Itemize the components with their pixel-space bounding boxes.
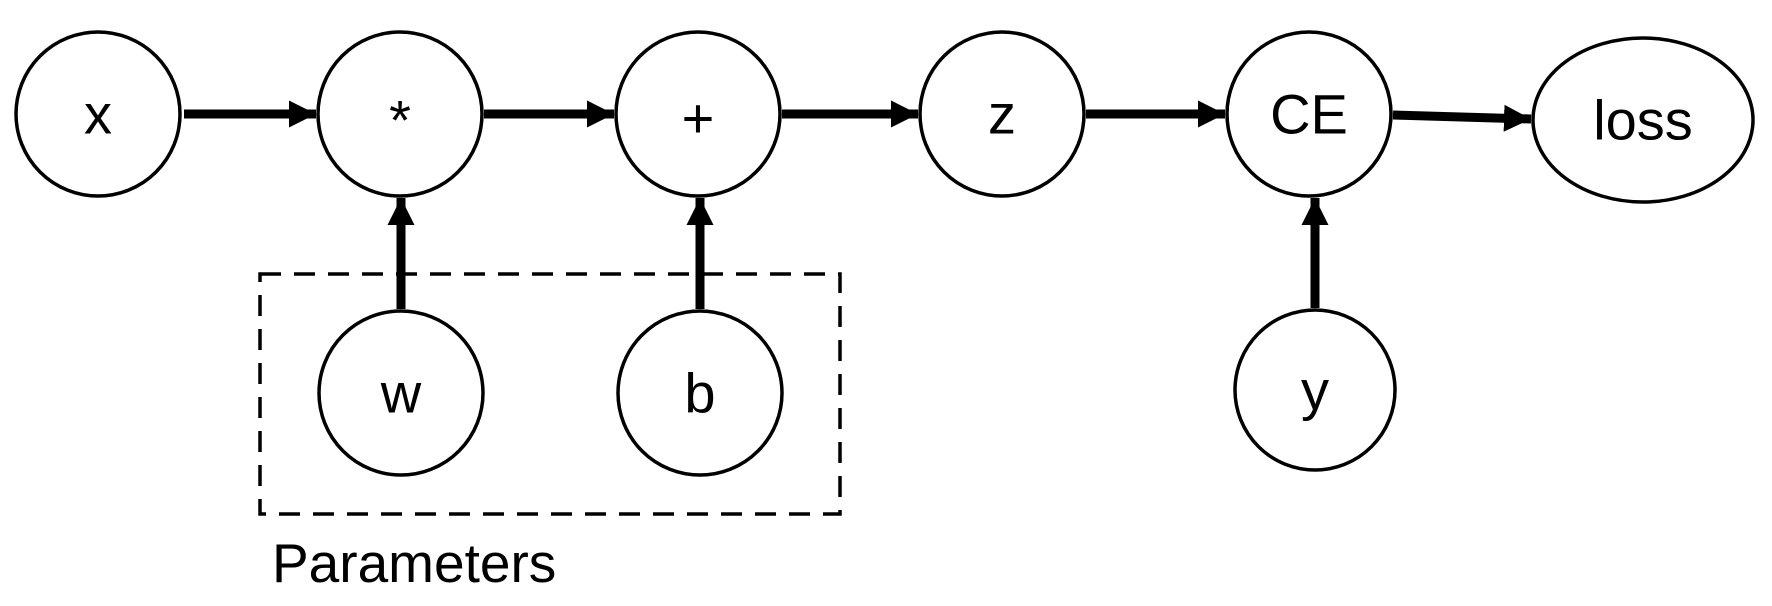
node-multiply-circle <box>316 30 484 198</box>
node-add-circle <box>614 30 782 198</box>
node-loss-label: loss <box>1593 89 1693 152</box>
node-multiply: * <box>316 30 484 198</box>
node-z-label: z <box>988 83 1016 146</box>
node-y: y <box>1233 308 1397 472</box>
node-b-circle <box>616 309 784 477</box>
node-z-circle <box>918 30 1086 198</box>
parameters-group-box <box>258 272 842 516</box>
node-ce-circle <box>1225 30 1393 198</box>
node-w-circle <box>317 309 485 477</box>
parameters-label: Parameters <box>272 532 556 594</box>
node-w: w <box>317 309 485 477</box>
node-loss-ellipse <box>1531 36 1755 204</box>
node-add: + <box>614 30 782 198</box>
node-multiply-label: * <box>389 89 411 152</box>
node-z: z <box>918 30 1086 198</box>
node-b: b <box>616 309 784 477</box>
node-ce: CE <box>1225 30 1393 198</box>
node-b-label: b <box>684 362 715 425</box>
node-x-circle <box>14 30 182 198</box>
node-w-label: w <box>380 362 422 425</box>
edge-ce-to-loss <box>1392 104 1532 132</box>
node-y-circle <box>1233 308 1397 472</box>
node-x-label: x <box>84 83 112 146</box>
node-add-label: + <box>682 87 715 150</box>
node-ce-label: CE <box>1270 83 1348 146</box>
node-x: x <box>14 30 182 198</box>
node-y-label: y <box>1301 359 1329 422</box>
node-loss: loss <box>1531 36 1755 204</box>
